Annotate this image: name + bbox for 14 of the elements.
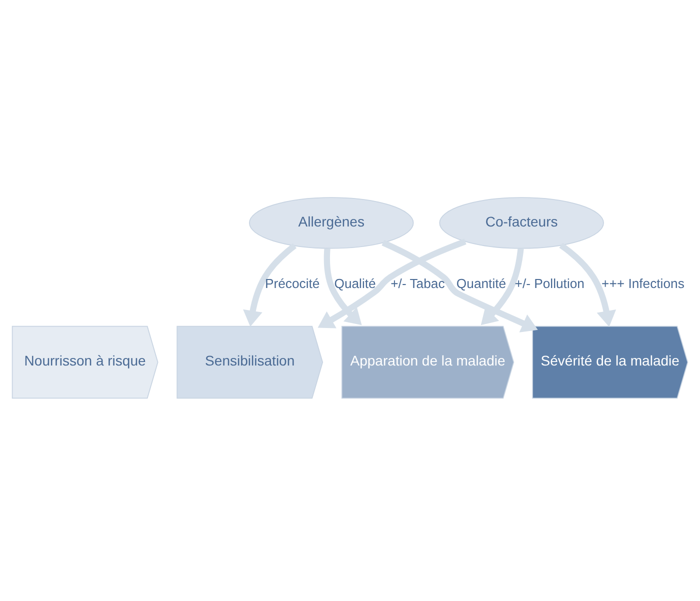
node-ellipse: Allergènes xyxy=(248,197,414,249)
edge-label: Qualité xyxy=(334,276,376,291)
edge-label: Quantité xyxy=(456,276,506,291)
arrow xyxy=(243,243,297,327)
arrow xyxy=(480,248,524,326)
arrow xyxy=(559,242,616,327)
node-ellipse: Co-facteurs xyxy=(439,197,604,249)
edge-label: +++ Infections xyxy=(602,276,684,291)
edge-label: Précocité xyxy=(265,276,320,291)
arrow xyxy=(382,240,538,332)
edge-label: +/- Tabac xyxy=(390,276,445,291)
arrow xyxy=(318,238,466,328)
arrow xyxy=(324,248,362,326)
edge-label: +/- Pollution xyxy=(514,276,584,291)
